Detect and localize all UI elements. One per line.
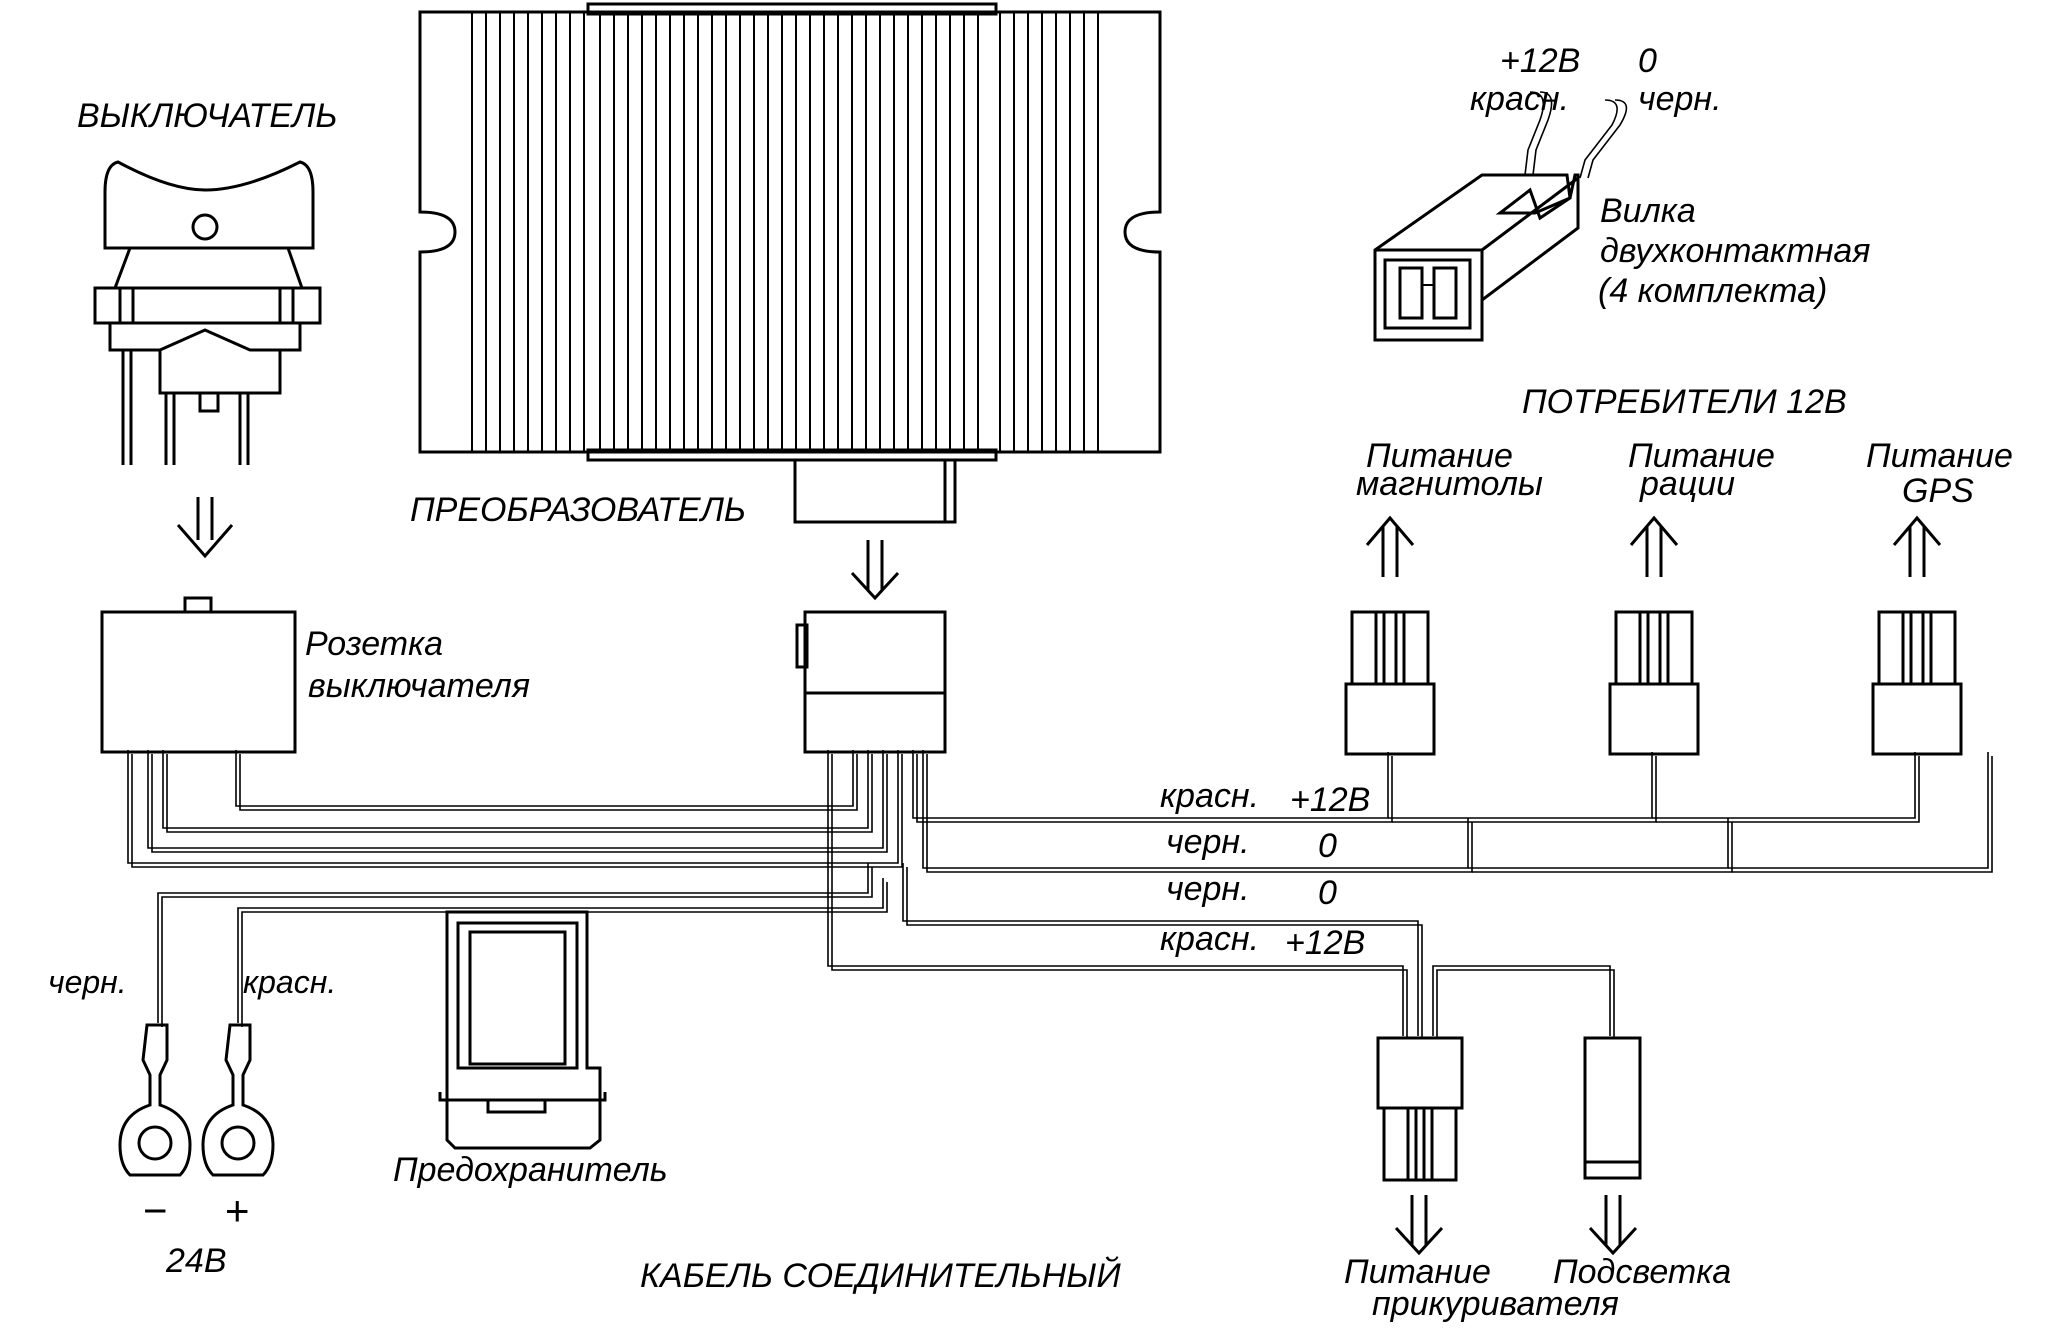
wire4-value: +12В	[1285, 924, 1365, 962]
wire1-value: +12В	[1290, 781, 1370, 819]
battery-terminal-positive	[201, 1023, 275, 1177]
wire-line	[1652, 752, 1916, 819]
cable-wires	[127, 750, 1993, 1040]
wire-line	[926, 754, 1473, 873]
plug-red-label: красн.	[1470, 80, 1569, 118]
gps-label-2: GPS	[1902, 472, 1974, 510]
consumer-connector	[1871, 515, 1963, 756]
plug-label-3: (4 комплекта)	[1598, 272, 1827, 310]
walkie-label-2: рации	[1639, 465, 1735, 503]
consumer-connector	[1608, 515, 1700, 756]
wire-line	[151, 754, 888, 853]
lighter-label-2: прикуривателя	[1372, 1285, 1619, 1323]
wire-line	[831, 754, 1408, 1040]
consumer-connector	[1344, 515, 1436, 756]
wire-line	[147, 750, 884, 849]
lighter-connector	[1376, 1036, 1464, 1256]
wire-line	[827, 750, 1404, 1036]
backlight-label: Подсветка	[1553, 1253, 1731, 1291]
heatsink-fins	[471, 12, 1099, 452]
voltage-label: 24В	[165, 1242, 227, 1280]
switch-socket	[100, 596, 297, 754]
consumers-label: ПОТРЕБИТЕЛИ 12В	[1522, 383, 1847, 421]
wire-line	[902, 863, 1419, 1036]
wire-line	[1432, 965, 1611, 1036]
wire3-value: 0	[1318, 874, 1337, 912]
wire1-color: красн.	[1160, 777, 1259, 815]
wire-line	[157, 863, 869, 1023]
lead-black-label: черн.	[48, 964, 127, 1000]
switch-component	[93, 160, 322, 559]
wire-line	[235, 750, 854, 807]
backlight-connector	[1583, 1036, 1642, 1256]
wire-line	[906, 867, 1423, 1040]
wire-line	[912, 750, 1389, 819]
wire-line	[131, 754, 903, 868]
consumer-connectors	[1344, 515, 1963, 756]
converter-label: ПРЕОБРАЗОВАТЕЛЬ	[410, 491, 746, 529]
wire-line	[916, 754, 1393, 823]
wire-line	[1436, 969, 1615, 1040]
radio-label-1: Питание	[1366, 437, 1513, 475]
fuse-holder	[438, 910, 607, 1150]
lead-red-label: красн.	[243, 964, 336, 1000]
wire-line	[162, 750, 869, 829]
two-pin-plug	[1373, 91, 1628, 342]
radio-label-2: магнитолы	[1356, 465, 1543, 503]
plug-zero-label: 0	[1638, 42, 1657, 80]
converter-connector	[795, 610, 947, 754]
wire-line	[1728, 752, 1989, 869]
wire4-color: красн.	[1160, 920, 1259, 958]
gps-label-1: Питание	[1866, 437, 2013, 475]
wire-line	[1656, 756, 1920, 823]
switch-socket-label-2: выключателя	[308, 667, 530, 705]
fuse-label: Предохранитель	[393, 1151, 668, 1189]
switch-label: ВЫКЛЮЧАТЕЛЬ	[77, 97, 337, 135]
battery-terminal-negative	[118, 1023, 192, 1177]
plus-label: +	[225, 1187, 250, 1234]
plug-plus12v-label: +12В	[1500, 42, 1580, 80]
wire-line	[237, 878, 884, 1023]
plug-black-label: черн.	[1638, 80, 1722, 118]
wire-line	[1472, 822, 1733, 873]
wire-line	[922, 750, 1469, 869]
lighter-label-1: Питание	[1344, 1253, 1491, 1291]
wire-line	[166, 754, 873, 833]
plug-label-2: двухконтактная	[1600, 232, 1870, 270]
wire2-value: 0	[1318, 827, 1337, 865]
walkie-label-1: Питание	[1628, 437, 1775, 475]
cable-label: КАБЕЛЬ СОЕДИНИТЕЛЬНЫЙ	[640, 1256, 1121, 1295]
switch-socket-label-1: Розетка	[305, 625, 443, 663]
wire3-color: черн.	[1166, 870, 1250, 908]
wire-line	[239, 754, 858, 811]
wire-line	[1392, 756, 1657, 823]
wire-line	[1468, 818, 1729, 869]
wire-line	[161, 867, 873, 1027]
converter-heatsink	[418, 2, 1162, 601]
wire-line	[1388, 752, 1653, 819]
minus-label: −	[143, 1187, 168, 1234]
wire-line	[127, 750, 899, 864]
plug-label-1: Вилка	[1600, 192, 1696, 230]
wire-line	[1732, 756, 1993, 873]
wire2-color: черн.	[1166, 823, 1250, 861]
